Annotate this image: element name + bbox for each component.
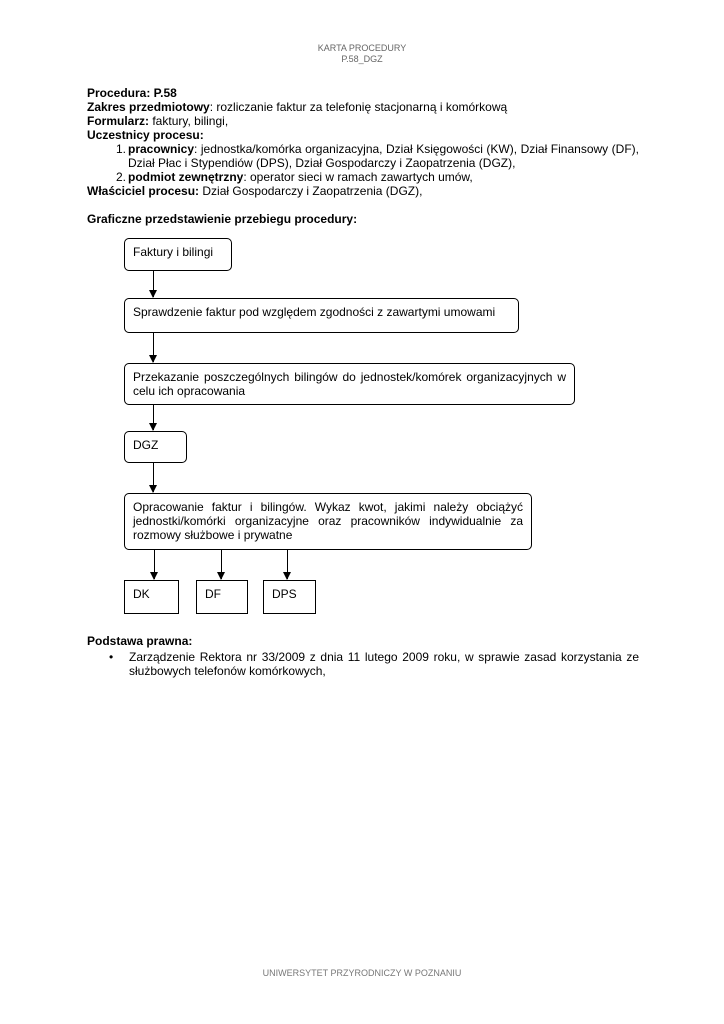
participant-label: pracownicy [128, 142, 195, 156]
participant-item-2: 2. podmiot zewnętrzny: operator sieci w … [87, 170, 639, 184]
participant-number: 2. [115, 170, 126, 184]
owner-line: Właściciel procesu: Dział Gospodarczy i … [87, 184, 639, 198]
owner-text: Dział Gospodarczy i Zaopatrzenia (DGZ), [199, 184, 423, 198]
flow-step-process: Opracowanie faktur i bilingów. Wykaz kwo… [124, 493, 532, 550]
header-title: KARTA PROCEDURY [317, 43, 407, 53]
bullet-icon: • [109, 650, 114, 664]
flow-step-verify: Sprawdzenie faktur pod względem zgodnośc… [124, 298, 519, 333]
flow-out-dps: DPS [263, 580, 316, 614]
participant-item-1: 1. pracownicy: jednostka/komórka organiz… [87, 142, 639, 170]
legal-heading: Podstawa prawna: [87, 634, 193, 648]
page-header: KARTA PROCEDURY P.58_DGZ [0, 43, 724, 65]
flow-out-dk: DK [124, 580, 179, 614]
page-footer: UNIWERSYTET PRZYRODNICZY W POZNANIU [262, 968, 462, 978]
procedure-label: Procedura: P.58 [87, 86, 177, 100]
scope-label: Zakres przedmiotowy [87, 100, 210, 114]
owner-label: Właściciel procesu: [87, 184, 200, 198]
flow-arrow [149, 333, 157, 363]
header-code: P.58_DGZ [341, 54, 383, 64]
flow-arrow [150, 550, 158, 580]
participant-text: : operator sieci w ramach zawartych umów… [243, 170, 473, 184]
form-text: faktury, bilingi, [149, 114, 229, 128]
flow-step-dgz: DGZ [124, 431, 187, 463]
participants-label: Uczestnicy procesu: [87, 128, 204, 142]
flow-arrow [149, 271, 157, 298]
legal-item: • Zarządzenie Rektora nr 33/2009 z dnia … [87, 650, 639, 678]
form-label: Formularz: [87, 114, 150, 128]
flow-arrow [217, 550, 225, 580]
participant-text: : jednostka/komórka organizacyjna, Dział… [128, 142, 639, 170]
participant-number: 1. [115, 142, 126, 156]
graphic-heading: Graficzne przedstawienie przebiegu proce… [87, 212, 358, 226]
form-line: Formularz: faktury, bilingi, [87, 114, 639, 128]
legal-item-text: Zarządzenie Rektora nr 33/2009 z dnia 11… [129, 650, 639, 678]
flow-arrow [149, 463, 157, 493]
flow-step-invoices: Faktury i bilingi [124, 238, 232, 271]
participant-label: podmiot zewnętrzny [128, 170, 244, 184]
flow-out-df: DF [196, 580, 248, 614]
scope-line: Zakres przedmiotowy: rozliczanie faktur … [87, 100, 639, 114]
flow-arrow [149, 405, 157, 431]
scope-text: : rozliczanie faktur za telefonię stacjo… [209, 100, 508, 114]
legal-basis: Podstawa prawna: • Zarządzenie Rektora n… [87, 634, 639, 678]
flow-arrow [283, 550, 291, 580]
flow-step-forward: Przekazanie poszczególnych bilingów do j… [124, 363, 575, 405]
procedure-details: Procedura: P.58 Zakres przedmiotowy: roz… [87, 86, 639, 226]
